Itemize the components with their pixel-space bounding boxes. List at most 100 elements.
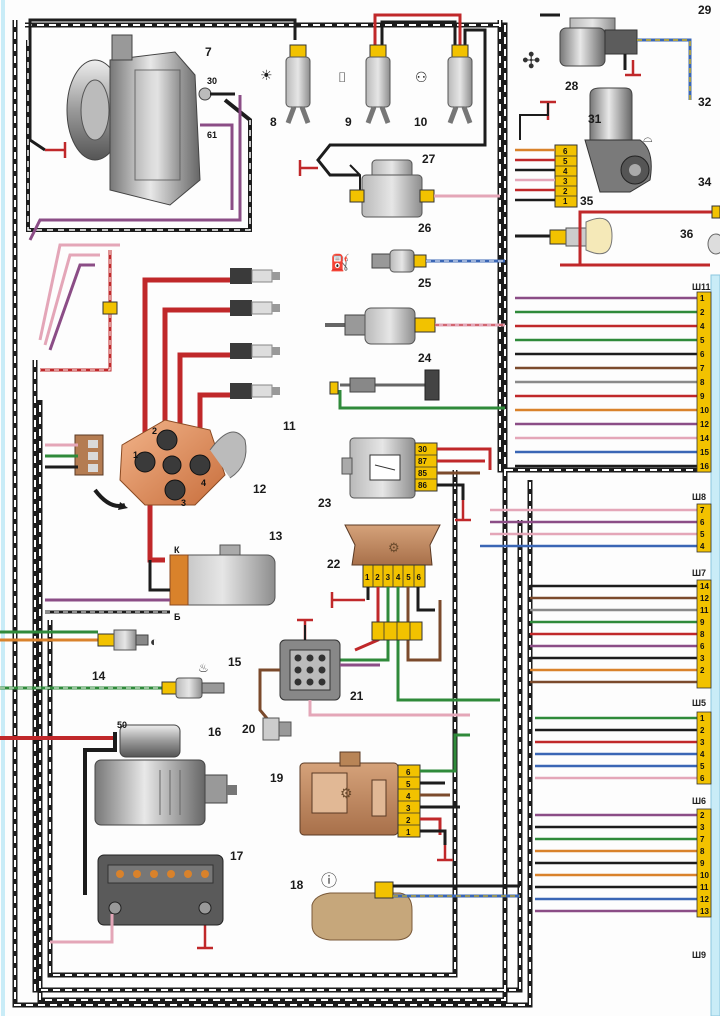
svg-text:⚙: ⚙ [340, 785, 353, 801]
relay22-pin-1: 1 [365, 573, 370, 582]
temperature-sensor-25 [325, 307, 505, 345]
connector-sh8-pin-7: 7 [700, 506, 705, 515]
hall-sensor-connector [45, 434, 104, 476]
label-component-25: 25 [418, 276, 432, 290]
ignition-leads [142, 277, 230, 563]
sensor-14: ◐ [0, 629, 158, 651]
starter-terminal-50: 50 [117, 720, 127, 730]
connector-sh6-pin-13: 13 [700, 907, 709, 916]
label-component-13: 13 [269, 529, 283, 543]
label-component-11: 11 [283, 419, 296, 433]
relay19-pin-2: 2 [406, 816, 411, 825]
connector-sh7-pin-3: 3 [700, 654, 705, 663]
relay-27 [349, 159, 500, 218]
connector-sh11-pin-15: 15 [700, 448, 709, 457]
washer-reservoir: ⓘ [311, 872, 520, 941]
coil-terminal-k: К [174, 545, 180, 555]
connector-sh11-pin-1: 1 [700, 294, 705, 303]
starter-motor [0, 724, 237, 895]
spark-plugs [230, 268, 280, 399]
label-component-35: 35 [580, 194, 594, 208]
connector-sh7-pin-11: 11 [700, 606, 709, 615]
relay23-pin-87: 87 [418, 457, 427, 466]
connector-sh5-pin-2: 2 [700, 726, 705, 735]
connector-sh6-pin-7: 7 [700, 835, 705, 844]
relay19-pin-6: 6 [406, 768, 411, 777]
label-component-21: 21 [350, 689, 364, 703]
relay23-pin-86: 86 [418, 481, 427, 490]
connector-sh11-pin-7: 7 [700, 364, 705, 373]
connector-sh11-pin-9: 9 [700, 392, 705, 401]
relay23-pin-85: 85 [418, 469, 427, 478]
label-component-29: 29 [698, 3, 712, 17]
label-component-23: 23 [318, 496, 332, 510]
label-component-24: 24 [418, 351, 432, 365]
relay22-pin-6: 6 [417, 573, 422, 582]
svg-text:⌓: ⌓ [643, 131, 653, 145]
connector-sh11-pin-5: 5 [700, 336, 705, 345]
connector-sh7-pin-12: 12 [700, 594, 709, 603]
oil-can-icon: ⛽ [330, 253, 350, 272]
ground-symbols [45, 60, 641, 950]
connector-sh5-pin-1: 1 [700, 714, 705, 723]
connector-sh7-pin-14: 14 [700, 582, 709, 591]
connector-sh5-label: Ш5 [692, 698, 706, 708]
relay-19: ⚙ [299, 733, 470, 845]
connector-sh6-pin-11: 11 [700, 883, 709, 892]
harness-outer [12, 20, 710, 1008]
wiper-motor: ⌓ [519, 87, 653, 208]
label-component-20: 20 [242, 722, 256, 736]
relay23-pin-30: 30 [418, 445, 427, 454]
distributor-terminal-4: 4 [201, 478, 206, 488]
relay19-pin-3: 3 [406, 804, 411, 813]
label-component-28: 28 [565, 79, 579, 93]
wire-bus-right [480, 148, 697, 913]
label-component-32: 32 [698, 95, 712, 109]
connector-sh8-pin-6: 6 [700, 518, 705, 527]
connector-sh7-pin-2: 2 [700, 666, 705, 675]
connector-sh5-pin-4: 4 [700, 750, 705, 759]
svg-text:♨: ♨ [198, 661, 209, 675]
label-component-8: 8 [270, 115, 277, 129]
motor31-pin-2: 2 [563, 187, 568, 196]
indicator-lamps: ☀ ⌷ ⚇ [260, 44, 473, 124]
label-component-17: 17 [230, 849, 244, 863]
connector-sh6-pin-8: 8 [700, 847, 705, 856]
lamp-35 [515, 217, 613, 255]
connector-sh11-pin-4: 4 [700, 322, 705, 331]
connector-sh11-pin-12: 12 [700, 420, 709, 429]
connector-blocks [696, 291, 712, 918]
connector-sh11-pin-8: 8 [700, 378, 705, 387]
connector-sh7-label: Ш7 [692, 568, 706, 578]
switch-20 [262, 717, 292, 741]
connector-sh5-pin-3: 3 [700, 738, 705, 747]
label-component-34: 34 [698, 175, 712, 189]
label-component-18: 18 [290, 878, 304, 892]
instrument-panel-edge [710, 274, 720, 1016]
relay19-pin-5: 5 [406, 780, 411, 789]
alternator-terminal-61: 61 [207, 130, 217, 140]
connector-sh11-label: Ш11 [692, 282, 711, 292]
label-component-26: 26 [418, 221, 432, 235]
label-component-19: 19 [270, 771, 284, 785]
oil-pressure-sensor: ⛽ [330, 249, 505, 273]
connector-sh7-pin-6: 6 [700, 642, 705, 651]
label-component-12: 12 [253, 482, 267, 496]
alternator [26, 34, 252, 241]
sensor-15: ♨ [0, 661, 225, 699]
distributor-terminal-2: 2 [152, 426, 157, 436]
connector-21 [258, 625, 470, 723]
motor31-pin-3: 3 [563, 177, 568, 186]
relay19-pin-1: 1 [406, 828, 411, 837]
label-component-22: 22 [327, 557, 341, 571]
connector-sh8-pin-5: 5 [700, 530, 705, 539]
relay19-pin-4: 4 [406, 792, 411, 801]
connector-sh7-pin-9: 9 [700, 618, 705, 627]
lamp-36 [560, 233, 720, 267]
svg-text:⚇: ⚇ [415, 69, 428, 85]
connector-sh11-pin-16: 16 [700, 462, 709, 471]
motor31-pin-1: 1 [563, 197, 568, 206]
